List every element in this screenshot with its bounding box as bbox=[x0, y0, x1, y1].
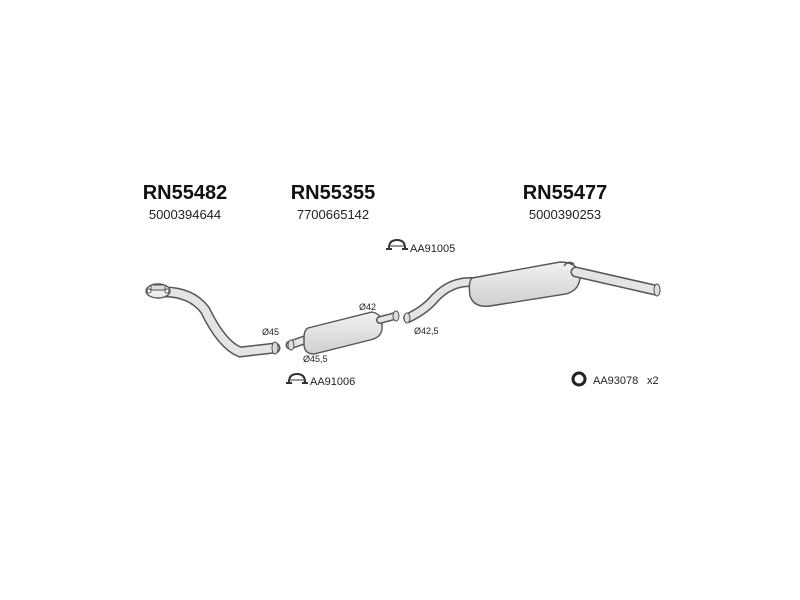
part-group-middle-silencer: RN55355 7700665142 bbox=[278, 182, 388, 222]
oem-number: 5000394644 bbox=[148, 207, 222, 222]
accessory-code: AA91005 bbox=[410, 243, 455, 255]
flange-icon bbox=[145, 283, 171, 299]
part-code: RN55482 bbox=[142, 182, 228, 204]
part-group-rear-silencer: RN55477 5000390253 bbox=[510, 182, 620, 222]
part-code: RN55355 bbox=[290, 182, 376, 204]
diameter-label: Ø45 bbox=[262, 327, 279, 337]
oem-number: 7700665142 bbox=[296, 207, 370, 222]
accessory-quantity: x2 bbox=[647, 375, 659, 387]
clamp-icon bbox=[386, 238, 408, 250]
front-pipe bbox=[145, 283, 281, 358]
oem-number: 5000390253 bbox=[528, 207, 602, 222]
diameter-label: Ø45,5 bbox=[303, 354, 328, 364]
accessory-code: AA93078 bbox=[593, 375, 638, 387]
clamp-icon bbox=[286, 372, 308, 384]
part-group-front-pipe: RN55482 5000394644 bbox=[130, 182, 240, 222]
middle-silencer bbox=[285, 310, 400, 355]
accessory-code: AA91006 bbox=[310, 376, 355, 388]
diameter-label: Ø42 bbox=[359, 302, 376, 312]
rubber-ring-icon bbox=[571, 371, 587, 387]
part-code: RN55477 bbox=[522, 182, 608, 204]
rear-silencer bbox=[403, 261, 661, 324]
diameter-label: Ø42,5 bbox=[414, 326, 439, 336]
